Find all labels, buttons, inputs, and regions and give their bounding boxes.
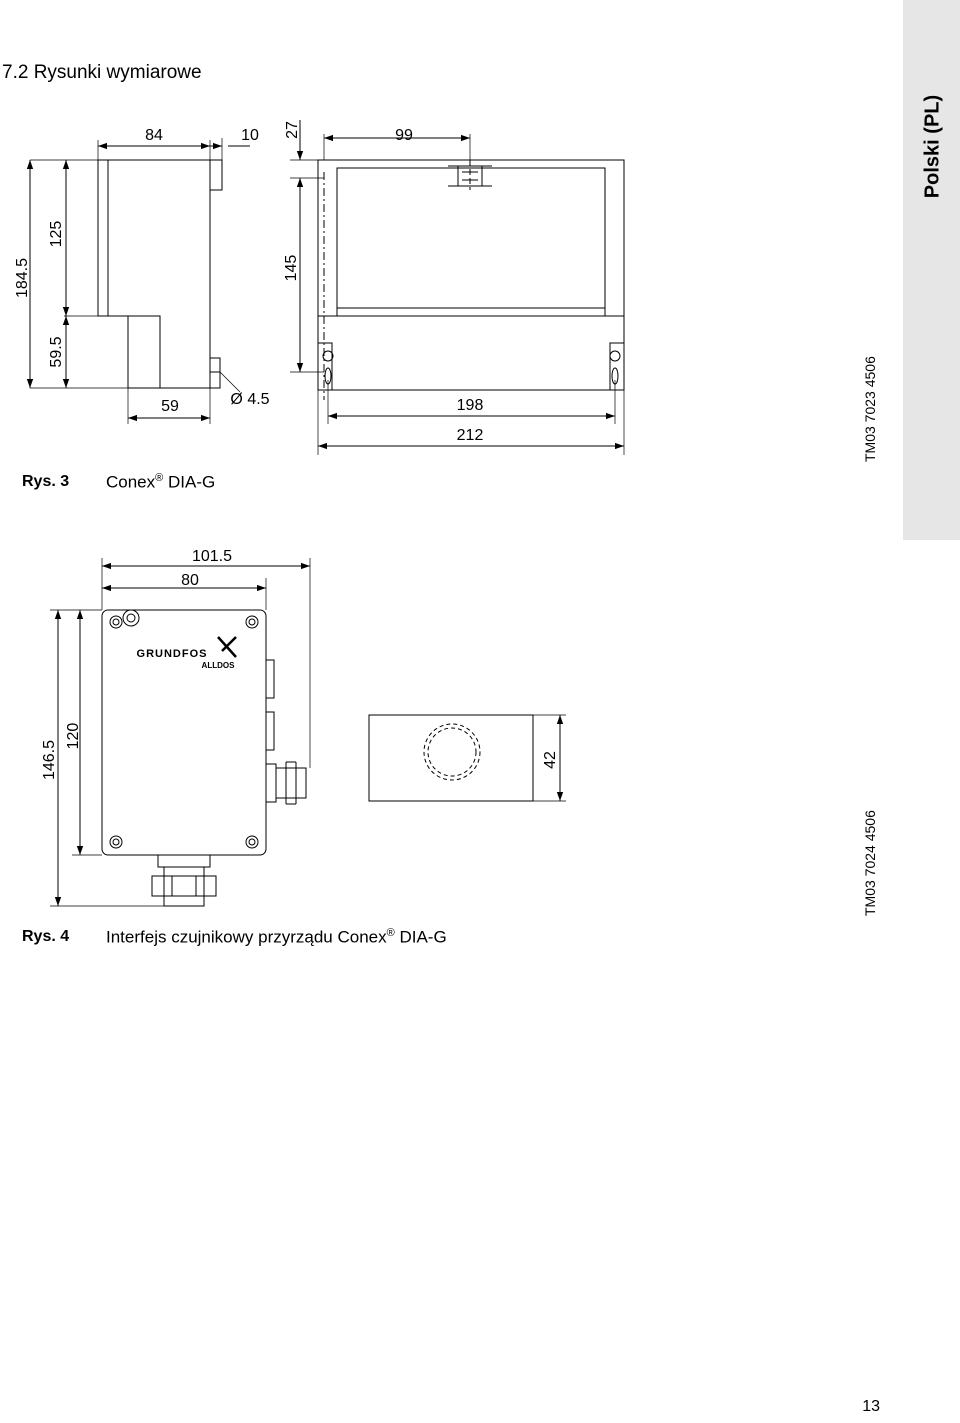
figure3-caption-reg: ®: [155, 472, 164, 484]
figure4-caption-text: Interfejs czujnikowy przyrządu Conex: [106, 927, 387, 947]
dim-hole-diameter: Ø 4.5: [230, 391, 269, 408]
dim-84: 84: [145, 127, 163, 144]
grundfos-logo: GRUNDFOS ALLDOS: [137, 636, 237, 670]
dim-184-5: 184.5: [14, 258, 31, 298]
front-view-body: [317, 159, 625, 391]
figure3-label: Rys. 3: [22, 473, 70, 490]
side-view-body: [97, 159, 211, 389]
figure3-tm-code: TM03 7023 4506: [862, 356, 878, 462]
dim-198: 198: [457, 397, 484, 414]
side-view-tab-bottom: [209, 357, 221, 389]
dim-125: 125: [48, 221, 65, 248]
figure4-label: Rys. 4: [22, 928, 70, 945]
figure4-tm-code: TM03 7024 4506: [862, 810, 878, 916]
dim-101-5: 101.5: [192, 548, 232, 565]
dim-120: 120: [65, 723, 82, 750]
dim-146-5: 146.5: [41, 740, 58, 780]
figure4-caption-reg: ®: [386, 927, 395, 939]
dim-99: 99: [395, 127, 413, 144]
dim-42: 42: [542, 751, 559, 769]
figure3-drawing: 84 10 27 99 125 184.5 59.5 145 59 Ø 4.5 …: [14, 120, 625, 455]
side-view-tab-top: [209, 159, 223, 191]
dim-80: 80: [181, 572, 199, 589]
logo-brand: GRUNDFOS: [137, 648, 208, 660]
dim-59-5: 59.5: [48, 336, 65, 367]
dim-212: 212: [457, 427, 484, 444]
figure4-drawing: GRUNDFOS ALLDOS 101.5 80 146.5 120 42: [41, 548, 566, 907]
language-side-tab: Polski (PL): [903, 0, 960, 540]
page-number: 13: [862, 1398, 880, 1415]
section-title: 7.2 Rysunki wymiarowe: [2, 62, 202, 83]
side-profile-rect: [368, 714, 534, 802]
dim-27: 27: [284, 121, 301, 139]
dim-145: 145: [283, 255, 300, 282]
figure3-caption: Conex® DIA-G: [106, 472, 215, 493]
figure3-caption-model: DIA-G: [167, 472, 216, 492]
dim-59: 59: [161, 398, 179, 415]
logo-sub: ALLDOS: [202, 661, 236, 670]
sensor-box-body: [101, 609, 267, 856]
figure4-caption: Interfejs czujnikowy przyrządu Conex® DI…: [106, 927, 447, 948]
dim-10: 10: [241, 127, 259, 144]
front-view-display: [336, 167, 606, 309]
figure3-caption-product: Conex: [106, 472, 156, 492]
language-tab-label: Polski (PL): [921, 94, 944, 199]
figure4-caption-model: DIA-G: [399, 927, 447, 947]
